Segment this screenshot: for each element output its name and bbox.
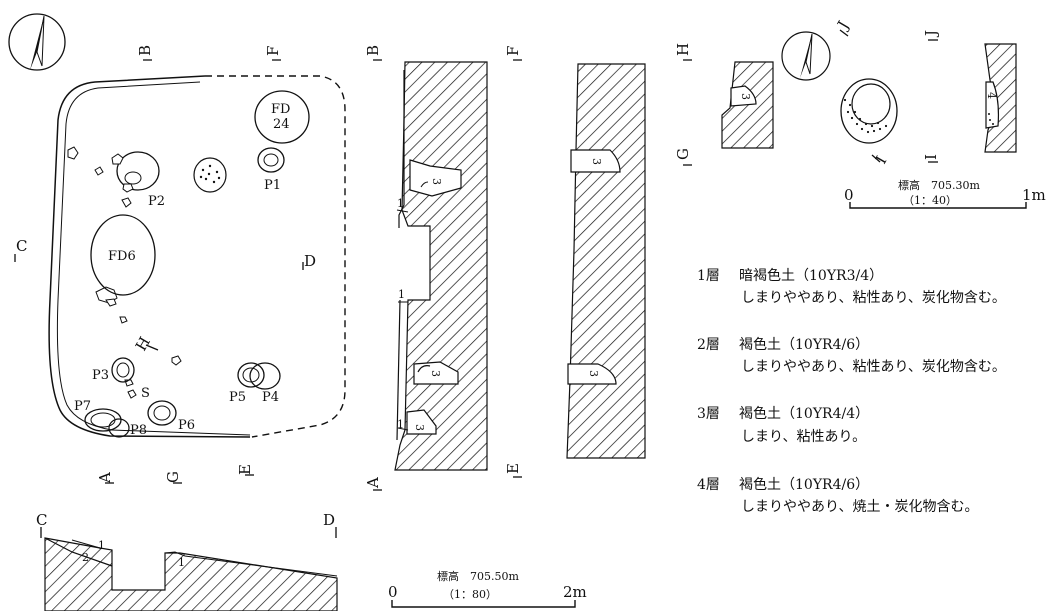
legend-4-desc: しまりややあり、焼土・炭化物含む。: [741, 499, 978, 515]
section-FE-label-top: F: [504, 46, 522, 56]
plan-label-A: A: [96, 472, 114, 484]
legend-1-name: 暗褐色土（10YR3/4）: [739, 267, 883, 284]
pit-label-J-right: J: [922, 30, 940, 38]
feature-FD24-line2: 24: [273, 117, 290, 132]
section-JI-layer-4: 4: [985, 92, 998, 99]
section-HG-layer-3: 3: [739, 93, 752, 100]
legend-3-desc: しまり、粘性あり。: [741, 429, 866, 445]
section-BA-label-bottom: A: [364, 477, 382, 489]
north-arrow-icon: [8, 13, 66, 71]
scale-small-ratio: （1：40）: [903, 194, 957, 207]
scale-main-end: 2m: [563, 583, 587, 601]
section-F-E: 3 3 F E: [504, 46, 646, 478]
legend-3-name: 褐色土（10YR4/4）: [739, 405, 869, 422]
legend-2-layer: 2層: [697, 337, 720, 353]
plan-label-C: C: [16, 237, 27, 255]
section-BA-layer-3b: 3: [429, 370, 442, 377]
section-H-G: 3 H G: [674, 43, 774, 166]
legend-4-name: 褐色土（10YR4/6）: [739, 476, 869, 493]
plan-label-G: G: [164, 471, 182, 483]
plan-label-H: H: [132, 334, 154, 354]
scale-main-zero: 0: [388, 583, 398, 601]
section-CD-layer-1b: 1: [178, 556, 185, 569]
legend-2-name: 褐色土（10YR4/6）: [739, 336, 869, 353]
section-HG-label-top: H: [674, 43, 692, 56]
section-C-D: 2 1 1 C D: [36, 511, 338, 611]
section-BA-layer-3a: 3: [430, 178, 443, 185]
section-J-I: 4: [984, 43, 1017, 153]
feature-FD24-line1: FD: [271, 102, 290, 117]
feature-P8: P8: [130, 423, 147, 438]
section-BA-layer-1b: 1: [398, 288, 405, 301]
plan-label-F: F: [264, 46, 282, 56]
legend-4-layer: 4層: [697, 477, 720, 493]
scale-small-title: 標高 705.30m: [898, 178, 980, 192]
pit-label-I-left: I: [872, 153, 891, 167]
section-CD-label-right: D: [323, 511, 335, 529]
legend-1-layer: 1層: [697, 268, 720, 284]
feature-P2: P2: [148, 194, 165, 209]
scale-small-zero: 0: [844, 186, 854, 204]
north-arrow-small-icon: [781, 31, 831, 81]
layer-legend: 1層 暗褐色土（10YR3/4） しまりややあり、粘性あり、炭化物含む。 2層 …: [697, 267, 1006, 515]
plan-view: B F C D A G E H FD 24 FD6 P1 P2 P3 P4 P5…: [14, 45, 346, 484]
feature-P5: P5: [229, 390, 246, 405]
scale-bar-small: 標高 705.30m （1：40） 0 1m: [844, 178, 1046, 209]
feature-P4: P4: [262, 390, 279, 405]
section-CD-layer-1a: 1: [98, 539, 105, 552]
section-FE-layer-3b: 3: [587, 370, 600, 377]
pit-plan-J-I: J J I I: [833, 18, 940, 167]
section-CD-label-left: C: [36, 511, 47, 529]
feature-P1: P1: [264, 178, 281, 193]
scale-main-ratio: （1：80）: [443, 588, 497, 601]
section-BA-layer-1a: 1: [397, 197, 404, 210]
feature-S: S: [141, 386, 150, 401]
legend-3-layer: 3層: [697, 406, 720, 422]
scale-main-title: 標高 705.50m: [437, 569, 519, 583]
section-HG-label-bottom: G: [674, 148, 692, 160]
feature-P7: P7: [74, 399, 91, 414]
pit-label-I-right: I: [922, 154, 940, 160]
section-FE-label-bottom: E: [504, 463, 522, 474]
feature-P6: P6: [178, 418, 195, 433]
section-BA-label-top: B: [364, 45, 382, 56]
section-BA-layer-1c: 1: [397, 418, 404, 431]
section-CD-layer-2: 2: [82, 551, 89, 564]
plan-label-B: B: [136, 45, 154, 56]
feature-FD6: FD6: [108, 249, 136, 264]
scale-bar-main: 標高 705.50m （1：80） 0 2m: [388, 569, 587, 608]
section-BA-layer-3c: 3: [413, 424, 426, 431]
legend-1-desc: しまりややあり、粘性あり、炭化物含む。: [741, 290, 1006, 306]
scale-small-end: 1m: [1022, 186, 1046, 204]
section-B-A: 1 3 1 3 1 3 B A: [364, 45, 488, 491]
legend-2-desc: しまりややあり、粘性あり、炭化物含む。: [741, 359, 1006, 375]
plan-label-D: D: [304, 252, 316, 270]
plan-label-E: E: [236, 464, 254, 475]
section-FE-layer-3a: 3: [590, 158, 603, 165]
feature-P3: P3: [92, 368, 109, 383]
